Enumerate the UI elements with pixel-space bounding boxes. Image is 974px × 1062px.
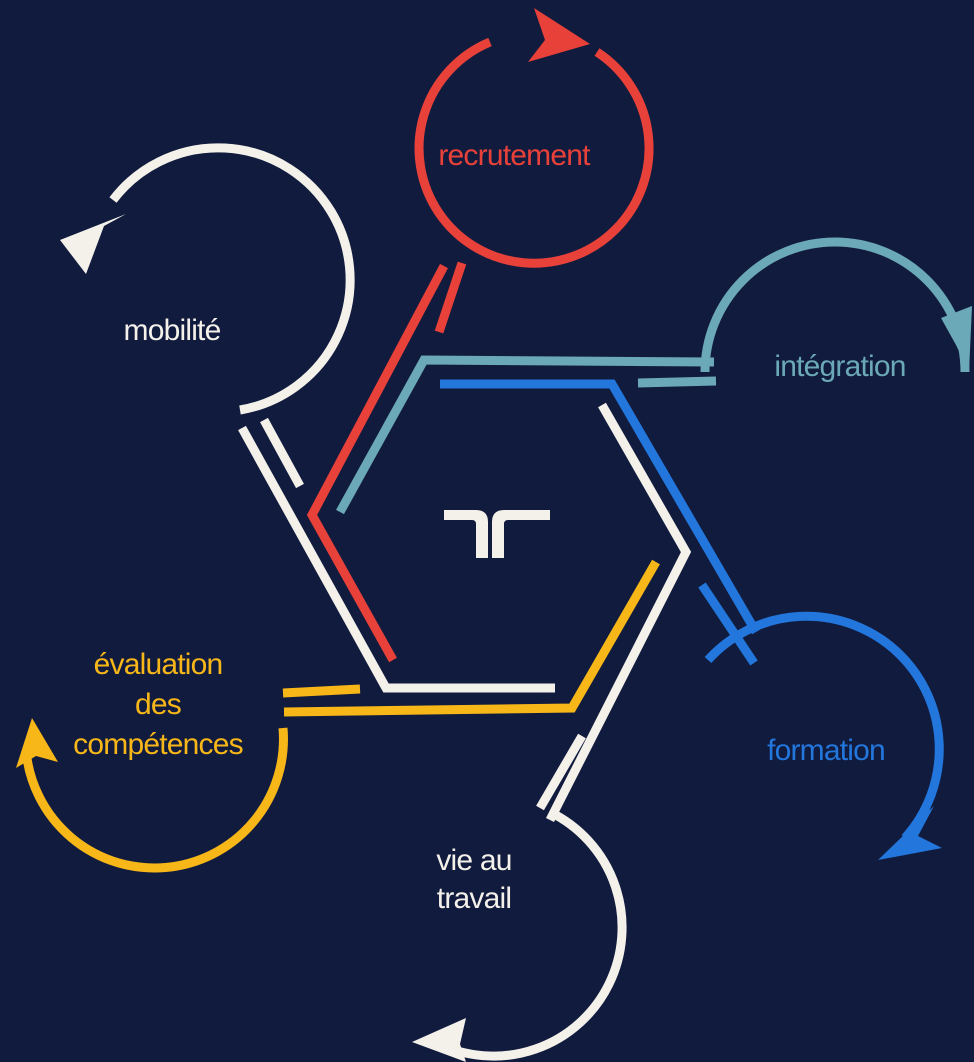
- vie-arrow-icon: [412, 1018, 466, 1062]
- evaluation-arrow-icon: [16, 718, 58, 768]
- stage-recrutement: recrutement: [306, 8, 654, 663]
- mobilite-ring: [109, 143, 355, 415]
- mobilite-arrow-icon: [60, 214, 126, 274]
- stage-integration: intégration: [336, 237, 972, 515]
- stage-mobilite: mobilité: [60, 143, 555, 693]
- vie-label-line2: travail: [437, 882, 511, 915]
- evaluation-label-line2: des: [135, 688, 181, 721]
- evaluation-connector: [282, 559, 660, 717]
- vie-ring: [435, 807, 627, 1061]
- integration-arrow-icon: [941, 306, 972, 372]
- evaluation-label-line1: évaluation: [94, 648, 223, 681]
- stage-evaluation: évaluation des compétences: [16, 559, 660, 873]
- integration-ring: [700, 237, 970, 373]
- mobilite-label: mobilité: [124, 314, 221, 347]
- formation-arrow-icon: [878, 806, 942, 860]
- evaluation-label-line3: compétences: [73, 728, 243, 761]
- recrutement-connector: [306, 261, 467, 663]
- formation-ring: [704, 611, 944, 842]
- formation-connector: [440, 379, 760, 666]
- recrutement-arrow-icon: [528, 8, 590, 62]
- mobilite-connector: [238, 417, 555, 693]
- recrutement-ring: [414, 37, 654, 268]
- integration-connector: [336, 355, 717, 515]
- evaluation-ring: [21, 727, 288, 873]
- vie-label-line1: vie au: [436, 844, 511, 877]
- formation-label: formation: [767, 734, 885, 767]
- stage-formation: formation: [440, 379, 944, 860]
- stage-vie-au-travail: vie au travail: [412, 402, 692, 1062]
- integration-label: intégration: [774, 350, 905, 383]
- recrutement-label: recrutement: [438, 139, 591, 172]
- vie-connector: [536, 402, 692, 823]
- randstad-logo-icon: [444, 510, 550, 558]
